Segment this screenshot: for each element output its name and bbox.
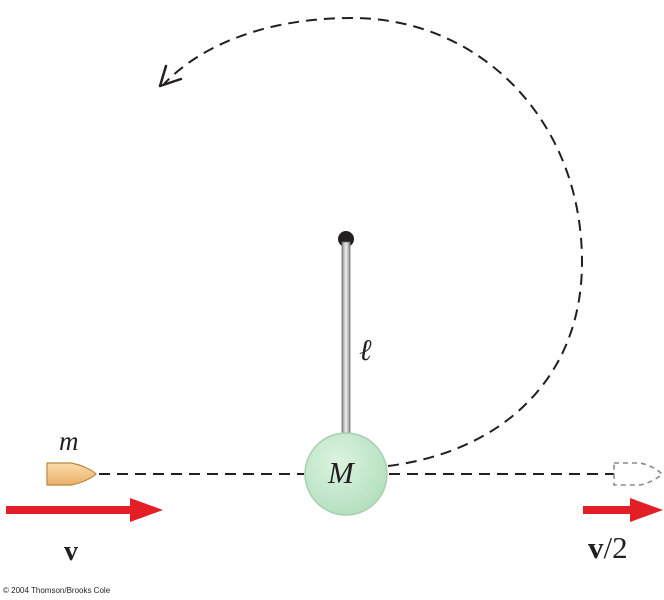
rod-length-label: ℓ — [359, 334, 372, 367]
bullet — [46, 462, 97, 486]
pendulum-rod — [341, 241, 351, 436]
copyright-notice: © 2004 Thomson/Brooks Cole — [3, 586, 111, 595]
pendulum-bob — [304, 432, 388, 516]
final-velocity-symbol: v — [588, 530, 604, 565]
final-velocity-suffix: /2 — [603, 530, 628, 565]
initial-velocity-label: v — [64, 536, 78, 567]
bullet-exit-outline — [613, 462, 664, 486]
circular-path — [163, 16, 584, 467]
velocity-arrow-initial — [6, 498, 163, 522]
final-velocity-label: v/2 — [588, 532, 628, 563]
circular-path-arrowhead — [158, 64, 183, 88]
velocity-arrow-final — [583, 498, 663, 522]
projectile-mass-label: m — [59, 426, 79, 456]
bob-mass-label: M — [328, 455, 354, 490]
